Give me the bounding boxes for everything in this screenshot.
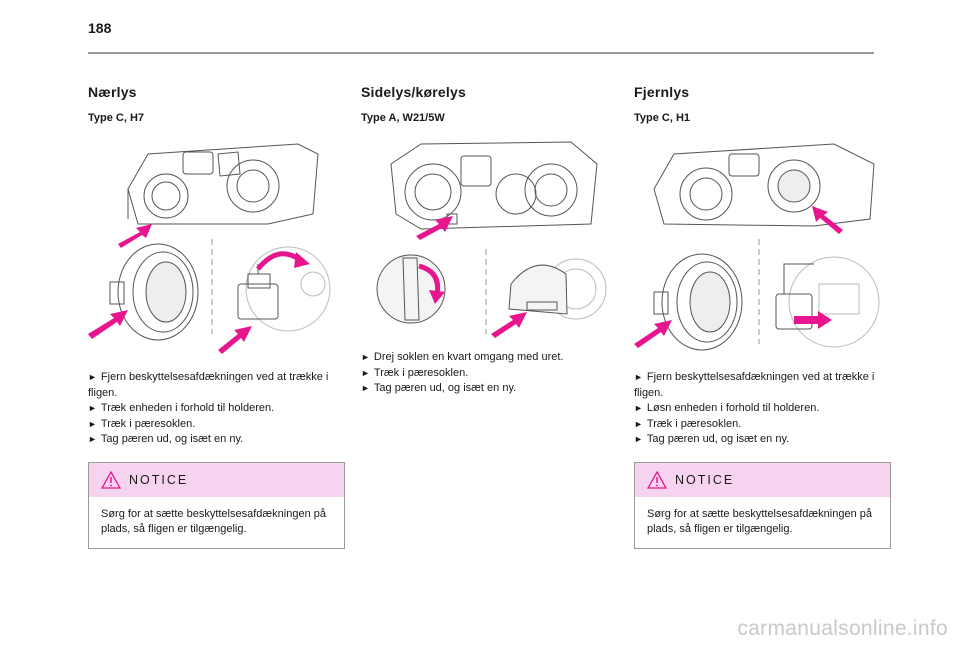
warning-icon [101, 470, 121, 489]
position-light-illustration [361, 134, 617, 344]
instruction-step: ►Tag pæren ud, og isæt en ny. [634, 433, 790, 445]
instruction-list: ►Fjern beskyttelsesafdækningen ved at tr… [88, 370, 344, 448]
step-arrow-icon: ► [361, 367, 370, 378]
section-subtitle: Type A, W21/5W [361, 112, 445, 124]
instruction-step: ►Træk enheden i forhold til holderen. [88, 402, 275, 414]
section-subtitle: Type C, H1 [634, 112, 691, 124]
notice-text: Sørg for at sætte beskyttelsesafdækninge… [101, 507, 327, 536]
instruction-list: ►Fjern beskyttelsesafdækningen ved at tr… [634, 370, 890, 448]
section-title: Fjernlys [634, 84, 690, 100]
instruction-step: ►Fjern beskyttelsesafdækningen ved at tr… [634, 371, 875, 399]
instruction-step: ►Tag pæren ud, og isæt en ny. [88, 433, 244, 445]
step-arrow-icon: ► [634, 434, 643, 444]
instruction-step: ►Drej soklen en kvart omgang med uret. [361, 351, 564, 363]
notice-title: NOTICE [129, 472, 189, 487]
column-position-light: Sidelys/kørelys Type A, W21/5W [361, 84, 617, 397]
instruction-list: ►Drej soklen en kvart omgang med uret. ►… [361, 350, 617, 397]
column-high-beam: Fjernlys Type C, H1 [634, 84, 891, 549]
notice-title: NOTICE [675, 472, 735, 487]
high-beam-illustration [634, 134, 890, 364]
notice-header: NOTICE [635, 462, 890, 497]
instruction-step: ►Træk i pæresoklen. [634, 417, 742, 430]
notice-box: NOTICE Sørg for at sætte beskyttelsesafd… [88, 461, 345, 549]
notice-box: NOTICE Sørg for at sætte beskyttelsesafd… [634, 461, 891, 549]
step-arrow-icon: ► [361, 352, 370, 362]
step-arrow-icon: ► [634, 418, 643, 429]
section-subtitle: Type C, H7 [88, 112, 145, 124]
step-arrow-icon: ► [361, 383, 370, 393]
step-arrow-icon: ► [88, 434, 97, 444]
instruction-step: ►Fjern beskyttelsesafdækningen ved at tr… [88, 371, 329, 399]
instruction-step: ►Træk i pæresoklen. [361, 366, 469, 379]
instruction-step: ►Tag pæren ud, og isæt en ny. [361, 382, 517, 394]
notice-header: NOTICE [89, 462, 344, 497]
watermark: carmanualsonline.info [737, 617, 948, 640]
step-arrow-icon: ► [88, 403, 97, 413]
warning-icon [647, 470, 667, 489]
page-number: 188 [88, 20, 112, 36]
section-title: Nærlys [88, 84, 137, 100]
step-arrow-icon: ► [634, 403, 643, 413]
section-title: Sidelys/kørelys [361, 84, 466, 100]
column-low-beam: Nærlys Type C, H7 [88, 84, 345, 549]
header-rule [88, 52, 874, 54]
instruction-step: ►Træk i pæresoklen. [88, 417, 196, 430]
step-arrow-icon: ► [88, 372, 97, 382]
instruction-step: ►Løsn enheden i forhold til holderen. [634, 402, 820, 414]
step-arrow-icon: ► [88, 418, 97, 429]
notice-text: Sørg for at sætte beskyttelsesafdækninge… [647, 507, 873, 536]
low-beam-illustration [88, 134, 344, 364]
step-arrow-icon: ► [634, 372, 643, 382]
